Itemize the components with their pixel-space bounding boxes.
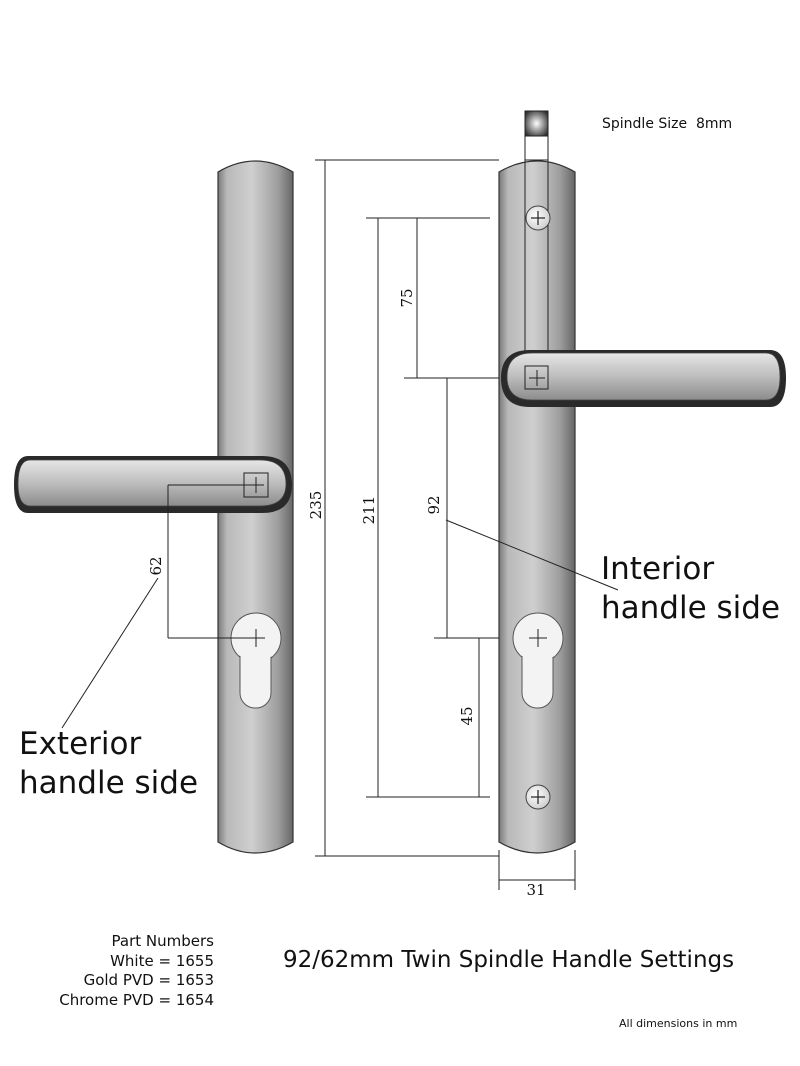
spindle-size-label: Spindle Size 8mm: [602, 116, 732, 132]
interior-leader-line: [445, 519, 619, 591]
dimension-62-lines: [167, 484, 256, 639]
dimension-92-lines: [434, 378, 499, 639]
dim-31-label: 31: [526, 881, 545, 899]
diagram-title: 92/62mm Twin Spindle Handle Settings: [283, 947, 735, 973]
dimensions-footnote: All dimensions in mm: [619, 1017, 738, 1030]
dim-92-label: 92: [425, 495, 443, 514]
dim-235-label: 235: [307, 491, 325, 520]
dim-62-label: 62: [147, 556, 165, 575]
interior-lever: [501, 350, 786, 407]
part-finish: White: [110, 951, 154, 970]
bottom-fixing-screw: [525, 784, 551, 810]
dimension-31-lines: [498, 850, 576, 890]
part-number: 1654: [175, 990, 214, 1009]
dim-75-label: 75: [398, 288, 416, 307]
part-numbers: Part Numbers White = 1655 Gold PVD = 165…: [59, 932, 214, 1010]
part-row-chrome-pvd: Chrome PVD = 1654: [59, 991, 214, 1011]
dim-45-label: 45: [458, 706, 476, 725]
exterior-label-line1: Exterior: [19, 726, 141, 762]
exterior-lever: [14, 456, 292, 513]
dimension-75-lines: [404, 218, 499, 379]
part-row-gold-pvd: Gold PVD = 1653: [59, 971, 214, 991]
exterior-leader-line: [61, 577, 159, 729]
part-finish: Gold PVD: [83, 971, 154, 989]
dimension-211-lines: [366, 217, 490, 798]
dim-211-label: 211: [360, 496, 378, 525]
part-numbers-heading: Part Numbers: [111, 932, 214, 950]
interior-label-line1: Interior: [601, 551, 714, 587]
part-row-white: White = 1655: [59, 952, 214, 972]
top-fixing-screw: [525, 205, 551, 231]
part-separator: =: [153, 951, 176, 970]
part-number: 1655: [175, 951, 214, 970]
interior-cylinder-cutout: [512, 612, 564, 709]
dimension-235-lines: [315, 159, 499, 857]
part-separator: =: [153, 971, 176, 989]
part-finish: Chrome PVD: [59, 990, 154, 1009]
interior-label-line2: handle side: [601, 590, 780, 626]
part-separator: =: [153, 990, 176, 1009]
part-number: 1653: [175, 971, 214, 989]
exterior-label-line2: handle side: [19, 765, 198, 801]
interior-backplate: [498, 159, 576, 854]
